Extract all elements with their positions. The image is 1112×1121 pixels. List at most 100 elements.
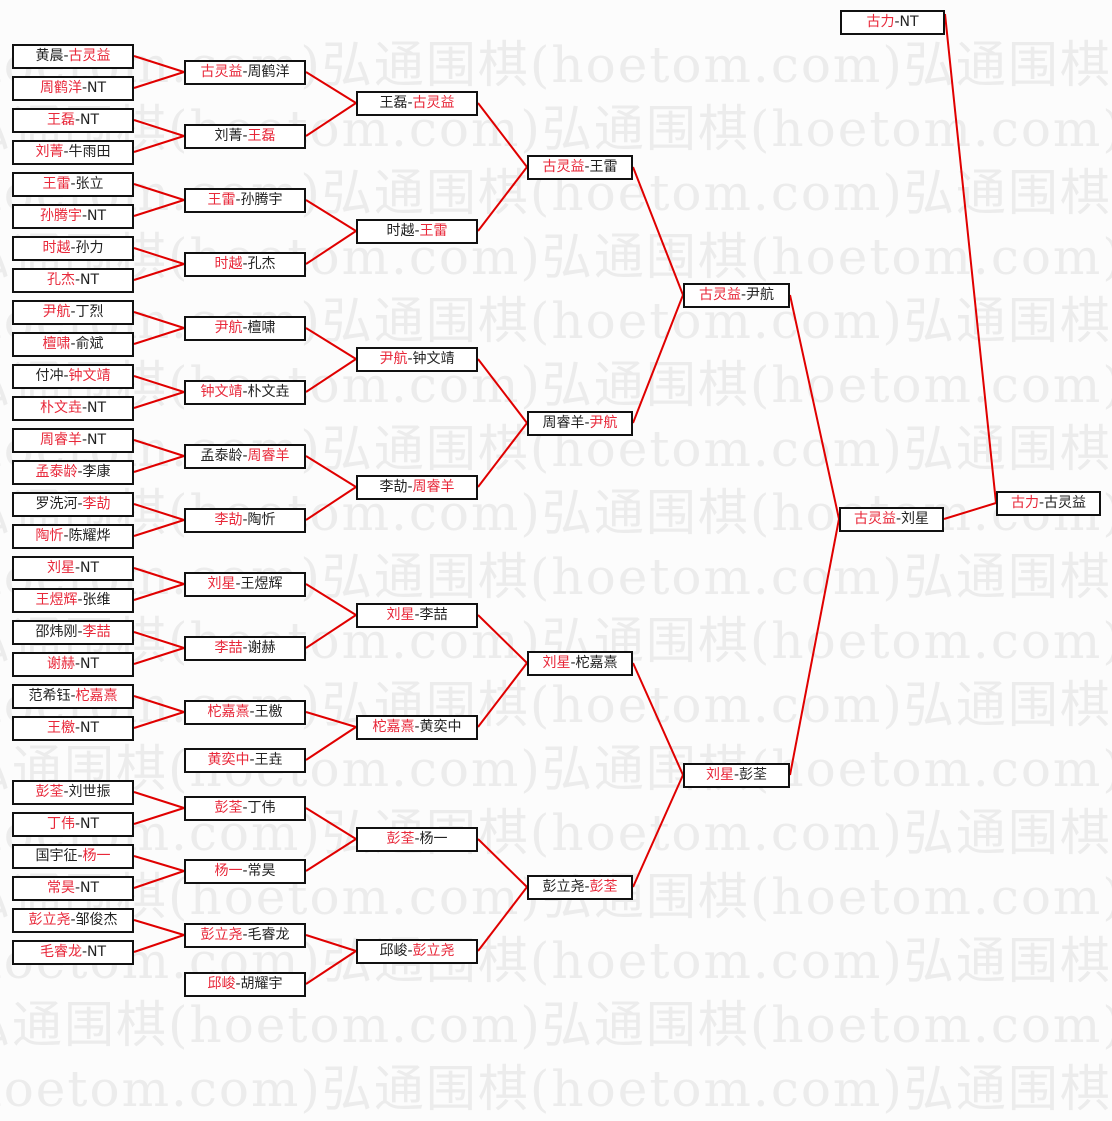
bracket-connector [133, 71, 185, 89]
match-box-round1: 刘菁-牛雨田 [12, 140, 134, 165]
bracket-connector [133, 934, 185, 953]
match-box-round2: 孟泰龄-周睿羊 [184, 444, 306, 469]
player-2: 黄奕中 [419, 719, 462, 735]
player-2: 彭荃 [739, 767, 768, 783]
player-2: 陈耀烨 [68, 528, 111, 544]
player-1: 柁嘉熹 [372, 719, 415, 735]
bracket-connector [133, 855, 185, 872]
bracket-connector [305, 230, 357, 265]
separator: - [584, 415, 590, 431]
bracket-connector [133, 583, 185, 601]
bracket-connector [632, 662, 684, 776]
player-1: 王雷 [207, 192, 236, 208]
player-1: 时越 [386, 223, 415, 239]
match-box-round2: 黄奕中-王垚 [184, 748, 306, 773]
separator: - [242, 800, 248, 816]
separator: - [235, 576, 241, 592]
player-1: 罗洗河 [35, 496, 78, 512]
bracket-connector [305, 102, 357, 137]
separator: - [584, 159, 590, 175]
separator: - [249, 704, 255, 720]
bracket-connector [305, 934, 357, 952]
player-2: 尹航 [746, 287, 775, 303]
separator: - [63, 368, 69, 384]
player-2: 彭立尧 [412, 943, 455, 959]
bracket-connector [133, 519, 185, 537]
player-1: 邱峻 [207, 976, 236, 992]
separator: - [70, 304, 76, 320]
player-2: 张立 [75, 176, 104, 192]
separator: - [407, 479, 413, 495]
player-1: 王磊 [46, 112, 75, 128]
player-1: 黄晨 [35, 48, 64, 64]
player-1: 彭荃 [35, 784, 64, 800]
match-box-round1: 陶忻-陈耀烨 [12, 524, 134, 549]
separator: - [63, 784, 69, 800]
bracket-connector [133, 311, 185, 329]
match-box-round1: 王雷-张立 [12, 172, 134, 197]
match-box-round2: 王雷-孙腾宇 [184, 188, 306, 213]
match-box-round1: 刘星-NT [12, 556, 134, 581]
player-1: 周睿羊 [542, 415, 585, 431]
separator: - [249, 752, 255, 768]
player-1: 彭立尧 [200, 927, 243, 943]
player-1: 李劼 [214, 512, 243, 528]
bracket-connector [789, 518, 840, 776]
match-box-round1: 黄晨-古灵益 [12, 44, 134, 69]
player-2: 刘星 [901, 511, 930, 527]
bracket-connector [477, 358, 528, 424]
player-1: 刘星 [542, 655, 571, 671]
player-2: 孙腾宇 [240, 192, 283, 208]
player-2: 檀啸 [247, 320, 276, 336]
bracket-connector [133, 119, 185, 137]
player-1: 孟泰龄 [35, 464, 78, 480]
match-box-round1: 檀啸-俞斌 [12, 332, 134, 357]
bracket-connector [133, 695, 185, 713]
separator: - [81, 944, 88, 960]
player-2: NT [80, 112, 100, 128]
player-1: 周鹤洋 [39, 80, 82, 96]
player-1: 孟泰龄 [200, 448, 243, 464]
bracket-connector [305, 358, 357, 393]
player-1: 檀啸 [42, 336, 71, 352]
player-2: 丁烈 [75, 304, 104, 320]
match-box-round1: 朴文垚-NT [12, 396, 134, 421]
player-1: 尹航 [42, 304, 71, 320]
separator: - [77, 848, 83, 864]
player-1: 刘菁 [214, 128, 243, 144]
bracket-connector [133, 327, 185, 345]
match-box-round2: 刘菁-王磊 [184, 124, 306, 149]
match-box-round6: 古灵益-刘星 [839, 507, 944, 532]
player-2: 刘世振 [68, 784, 111, 800]
player-2: 张维 [82, 592, 111, 608]
watermark-row: 弘通围棋(hoetom.com)弘通围棋(hoetom.com)弘通围棋(hoe… [0, 1060, 1112, 1118]
bracket-connector [305, 327, 357, 360]
separator: - [242, 863, 248, 879]
bracket-connector [133, 375, 185, 393]
bracket-connector [133, 391, 185, 409]
bracket-connector [477, 886, 528, 952]
separator: - [242, 448, 248, 464]
separator: - [70, 336, 76, 352]
separator: - [74, 720, 81, 736]
player-1: 邱峻 [379, 943, 408, 959]
player-2: NT [80, 560, 100, 576]
bracket-connector [305, 807, 357, 840]
player-1: 时越 [42, 240, 71, 256]
bracket-connector [133, 439, 185, 457]
player-1: 丁伟 [46, 816, 75, 832]
player-2: 李喆 [82, 624, 111, 640]
separator: - [70, 176, 76, 192]
bracket-connector [133, 647, 185, 665]
player-2: 柁嘉熹 [75, 688, 118, 704]
player-1: 古灵益 [853, 511, 896, 527]
match-box-round2: 邱峻-胡耀宇 [184, 972, 306, 997]
match-box-round4: 刘星-柁嘉熹 [527, 651, 633, 676]
match-box-round1: 范希钰-柁嘉熹 [12, 684, 134, 709]
player-1: 李喆 [214, 640, 243, 656]
separator: - [242, 384, 248, 400]
player-2: NT [87, 208, 107, 224]
player-2: 杨一 [419, 831, 448, 847]
bracket-connector [305, 726, 357, 761]
player-1: 王雷 [42, 176, 71, 192]
